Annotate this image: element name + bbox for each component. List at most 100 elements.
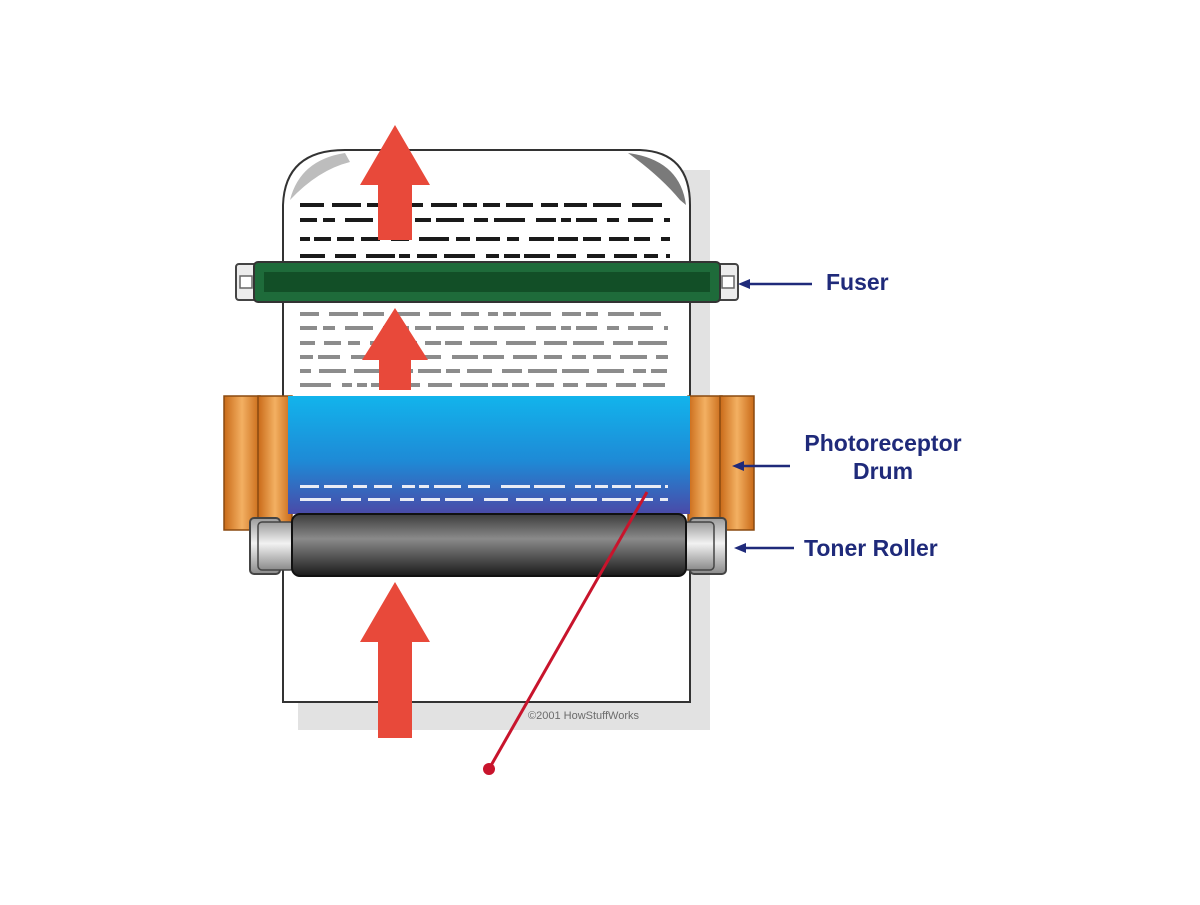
toner-text-dash <box>593 355 611 359</box>
toner-text-dash <box>528 369 557 373</box>
toner-text-dash <box>520 312 551 316</box>
fuser-pointer <box>738 279 812 289</box>
drum-image-dash <box>636 498 653 501</box>
toner-text-dash <box>319 369 346 373</box>
toner-text-dash <box>318 355 340 359</box>
drum-image-dash <box>660 498 668 501</box>
drum-image-dash <box>434 485 461 488</box>
toner-text-dash <box>656 355 668 359</box>
fused-text-dash <box>476 237 500 241</box>
toner-text-dash <box>348 341 360 345</box>
toner-text-dash <box>300 383 331 387</box>
drum-image-dash <box>324 485 347 488</box>
drum-image-dash <box>550 498 566 501</box>
fused-text-dash <box>628 218 653 222</box>
toner-text-dash <box>329 312 358 316</box>
toner-text-dash <box>573 341 604 345</box>
toner-text-dash <box>345 326 373 330</box>
toner-text-dash <box>483 355 504 359</box>
fused-text-dash <box>332 203 361 207</box>
drum-image-dash <box>575 485 591 488</box>
toner-text-dash <box>467 369 492 373</box>
toner-text-dash <box>324 341 341 345</box>
toner-text-dash <box>461 312 479 316</box>
label-drum-line1: Photoreceptor <box>804 430 962 456</box>
fused-text-dash <box>583 237 601 241</box>
toner-text-dash <box>351 355 370 359</box>
label-toner-roller: Toner Roller <box>804 535 938 561</box>
toner-text-dash <box>544 341 567 345</box>
toner-text-dash <box>363 312 384 316</box>
fused-text-dash <box>614 254 637 258</box>
fused-text-dash <box>408 203 423 207</box>
drum-image-dash <box>341 498 361 501</box>
paper-direction-arrow-middle <box>362 308 428 390</box>
toner-text-dash <box>300 326 317 330</box>
fused-text-dash <box>366 254 395 258</box>
fused-text-dash <box>399 254 410 258</box>
fused-text-dash <box>345 218 373 222</box>
toner-text-dash <box>494 326 525 330</box>
toner-text-dash <box>354 369 379 373</box>
toner-text-dash <box>561 326 571 330</box>
drum-image-dash <box>602 498 631 501</box>
fused-text-dash <box>564 203 587 207</box>
fused-text-dash <box>300 203 324 207</box>
toner-text-dash <box>563 383 578 387</box>
toner-text-dash <box>413 355 441 359</box>
fused-text-dash <box>632 203 662 207</box>
copyright-notice: ©2001 HowStuffWorks <box>528 710 640 722</box>
laser-beam <box>483 491 649 775</box>
fused-text-dash <box>644 254 658 258</box>
toner-text-dash <box>597 369 624 373</box>
toner-text-dash <box>620 355 647 359</box>
toner-text-dash <box>586 383 607 387</box>
drum-image-dash <box>419 485 429 488</box>
toner-text-dash <box>640 312 661 316</box>
drum-image-dash <box>468 485 490 488</box>
toner-text-dash <box>342 383 352 387</box>
fused-text-dash <box>536 218 556 222</box>
fused-text-dash <box>431 203 457 207</box>
fused-text-dash <box>463 203 477 207</box>
fused-text-dash <box>419 237 449 241</box>
toner-text-dash <box>502 369 522 373</box>
label-photoreceptor-drum: Photoreceptor Drum <box>788 429 978 485</box>
label-fuser: Fuser <box>826 269 889 295</box>
toner-text-dash <box>323 326 335 330</box>
drum-image-dash <box>612 485 631 488</box>
drum-image-dash <box>400 498 414 501</box>
toner-text-dash <box>452 355 478 359</box>
fused-text-dash <box>661 237 670 241</box>
fused-text-dash <box>456 237 470 241</box>
fused-text-dash <box>506 203 533 207</box>
toner-text-dash <box>428 383 452 387</box>
fused-text-dash <box>524 254 550 258</box>
fused-text-dash <box>609 237 629 241</box>
fused-text-dash <box>557 254 576 258</box>
drum-latent-image-lines <box>300 485 668 501</box>
toner-text-dash <box>643 383 665 387</box>
fused-text-dash <box>367 203 383 207</box>
toner-text-dash <box>418 369 441 373</box>
toner-text-dash <box>415 326 431 330</box>
toner-text-dash <box>425 341 441 345</box>
toner-text-dash <box>613 341 633 345</box>
toner-text-dash <box>638 341 667 345</box>
fused-text-dash <box>504 254 520 258</box>
fused-text-dash <box>436 218 464 222</box>
toner-text-dash <box>300 355 313 359</box>
toner-text-dash <box>436 326 464 330</box>
drum-pointer <box>732 461 790 471</box>
fused-text-dash <box>323 218 335 222</box>
fused-text-dash <box>444 254 475 258</box>
toner-text-dash <box>536 383 554 387</box>
toner-text-dash <box>544 355 562 359</box>
drum-image-dash <box>571 498 597 501</box>
fused-text-dash <box>593 203 621 207</box>
label-drum-line2: Drum <box>852 458 914 484</box>
fused-text-dash <box>361 237 380 241</box>
toner-text-dash <box>562 369 589 373</box>
